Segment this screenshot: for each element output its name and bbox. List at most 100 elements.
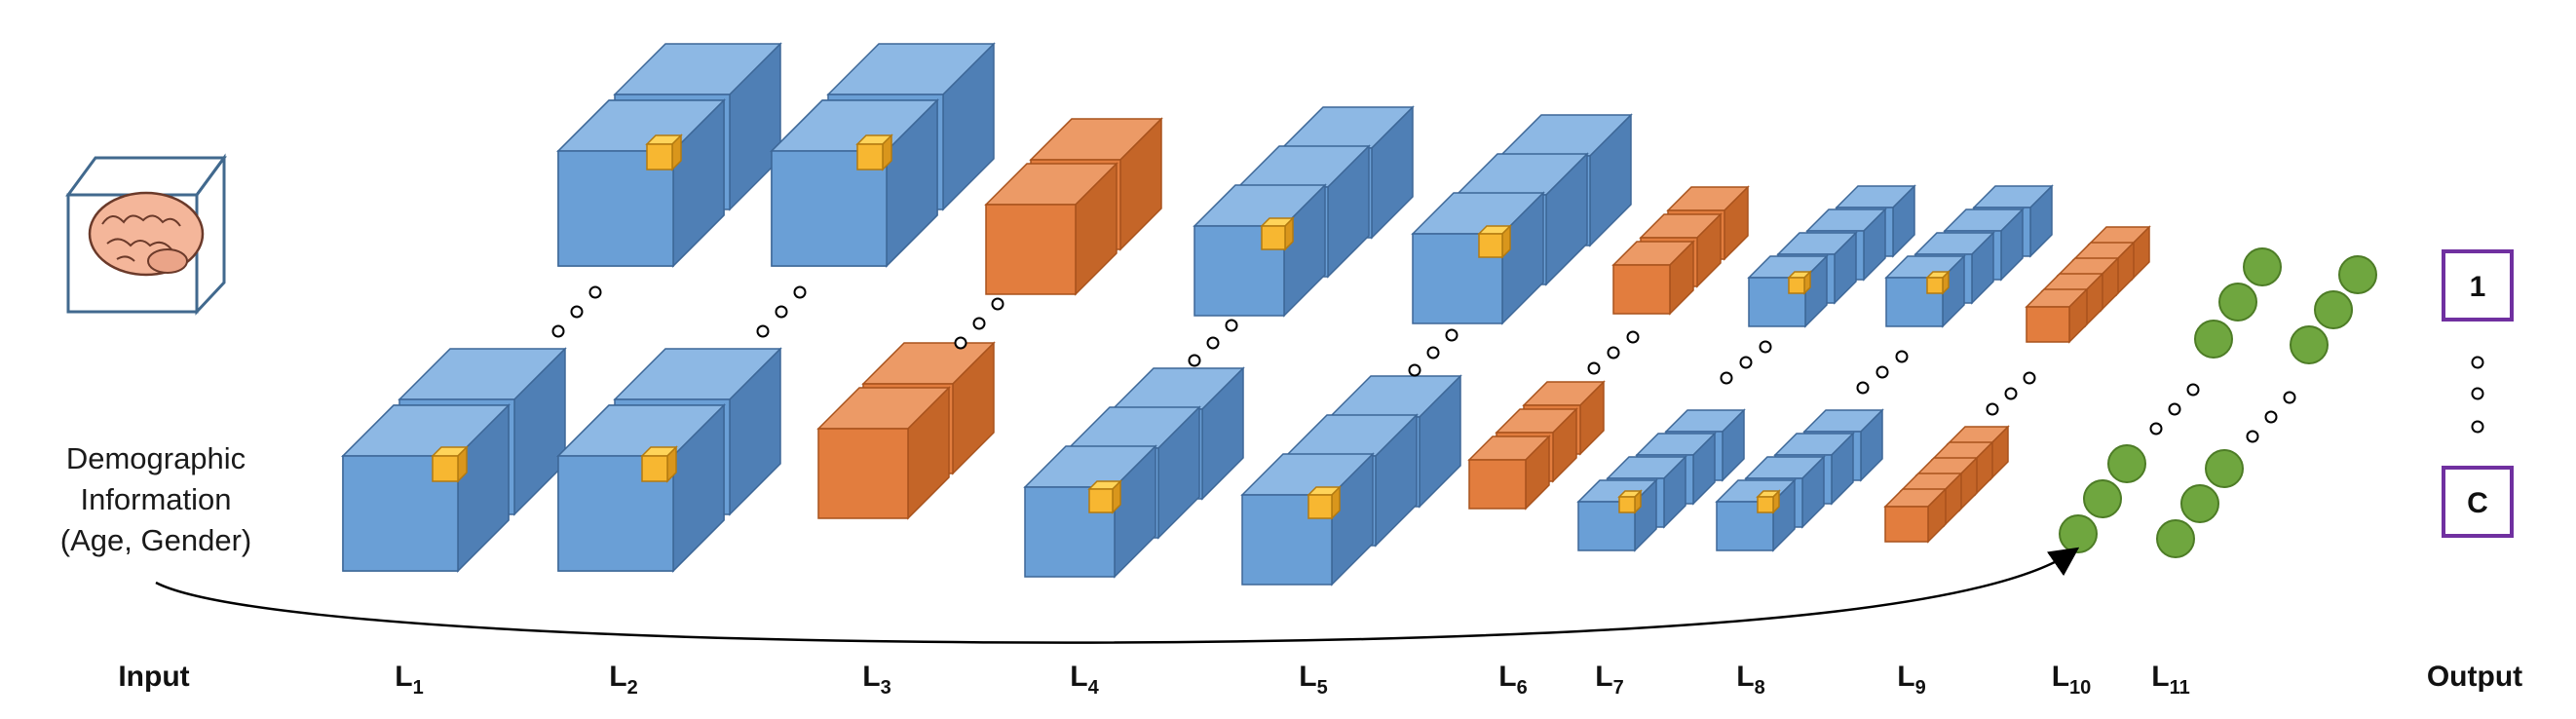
layer-label-L6: L6	[1498, 661, 1527, 699]
layer2-upper-kernel	[645, 133, 683, 171]
ellipsis-l3-dot-1	[954, 336, 967, 350]
layer-label-L9: L9	[1897, 661, 1925, 699]
layer4-lower-map-1	[1023, 444, 1157, 579]
layer-label-L2: L2	[609, 661, 637, 699]
layer5-lower-map-1	[1240, 452, 1375, 587]
layer-label-L3: L3	[862, 661, 890, 699]
layer8-upper-map-1	[1884, 254, 1966, 328]
layer7-upper-kernel	[1787, 270, 1812, 295]
ellipsis-l10-dot-1	[2149, 422, 2163, 435]
layer-label-L7: L7	[1595, 661, 1623, 699]
layer-label-L11: L11	[2151, 661, 2189, 699]
demographic-line-2: Information	[80, 482, 232, 516]
layer4-upper-kernel	[1260, 216, 1295, 251]
ellipsis-l7-dot-2	[1739, 356, 1753, 369]
layer10-unit-4	[2194, 320, 2233, 359]
ellipsis-l3-dot-3	[991, 297, 1004, 311]
layer9-lower-map-1	[1883, 487, 1948, 544]
ellipsis-l5-dot-3	[1445, 328, 1458, 342]
ellipsis-l11-dot-3	[2283, 391, 2296, 404]
output-label-first: 1	[2470, 271, 2486, 303]
demographic-information-text: Demographic Information (Age, Gender)	[39, 438, 273, 561]
layer10-unit-3	[2107, 444, 2146, 483]
ellipsis-l9-dot-2	[2004, 387, 2018, 400]
ellipsis-l2-dot-1	[756, 324, 770, 338]
layer2-lower-front	[556, 403, 726, 573]
layer5-lower-kernel	[1307, 485, 1342, 520]
layer10-unit-6	[2243, 247, 2282, 286]
layer-label-L10: L10	[2052, 661, 2092, 699]
layer11-unit-4	[2290, 325, 2329, 364]
ellipsis-l6-dot-3	[1626, 330, 1640, 344]
layer-label-input: Input	[118, 661, 189, 693]
output-label-last: C	[2467, 487, 2488, 519]
layer5-upper-map-1	[1411, 191, 1545, 325]
ellipsis-l8-dot-2	[1875, 365, 1889, 379]
layer2-upper-front	[556, 98, 726, 268]
ellipsis-l2-dot-3	[793, 285, 807, 299]
layer10-unit-1	[2059, 514, 2098, 553]
layer3-lower-map-1	[816, 386, 951, 520]
layer2b-kernel	[855, 133, 893, 171]
layer1-front	[341, 403, 511, 573]
layer5-upper-kernel	[1477, 224, 1512, 259]
brain-in-cube-icon	[65, 153, 227, 316]
layer-label-L5: L5	[1299, 661, 1327, 699]
ellipsis-l8-dot-3	[1895, 350, 1909, 363]
ellipsis-l7-dot-1	[1720, 371, 1733, 385]
layer9-upper-map-1	[2025, 287, 2089, 344]
ellipsis-l4-dot-1	[1188, 354, 1201, 367]
ellipsis-output-dot-2	[2471, 387, 2484, 400]
layer11-unit-3	[2205, 449, 2244, 488]
ellipsis-l10-dot-3	[2186, 383, 2200, 397]
ellipsis-l6-dot-1	[1587, 361, 1601, 375]
layer1-kernel	[431, 445, 469, 483]
layer2b-front	[770, 98, 939, 268]
layer11-unit-1	[2156, 519, 2195, 558]
ellipsis-l1-dot-1	[551, 324, 565, 338]
ellipsis-output-dot-1	[2471, 356, 2484, 369]
layer11-unit-6	[2338, 255, 2377, 294]
layer7-upper-map-1	[1747, 254, 1829, 328]
layer8-lower-kernel	[1756, 489, 1781, 514]
layer7-lower-map-1	[1576, 478, 1658, 552]
layer-label-L4: L4	[1070, 661, 1099, 699]
ellipsis-l3-dot-2	[972, 317, 986, 330]
ellipsis-l8-dot-1	[1856, 381, 1870, 395]
layer4-lower-kernel	[1087, 479, 1122, 514]
layer10-unit-5	[2218, 283, 2257, 322]
ellipsis-l10-dot-2	[2168, 402, 2181, 416]
layer10-unit-2	[2083, 479, 2122, 518]
ellipsis-l11-dot-2	[2264, 410, 2278, 424]
ellipsis-l1-dot-2	[570, 305, 584, 319]
output-box-last	[2442, 466, 2514, 538]
layer6-upper-map-1	[1611, 240, 1695, 316]
ellipsis-l5-dot-2	[1426, 346, 1440, 360]
layer11-unit-2	[2180, 484, 2219, 523]
ellipsis-l6-dot-2	[1607, 346, 1620, 360]
layer-label-output: Output	[2427, 661, 2522, 693]
layer4-upper-map-1	[1193, 183, 1327, 318]
layer8-lower-map-1	[1715, 478, 1797, 552]
ellipsis-l4-dot-3	[1225, 319, 1238, 332]
ellipsis-l4-dot-2	[1206, 336, 1220, 350]
layer11-unit-5	[2314, 290, 2353, 329]
ellipsis-output-dot-3	[2471, 420, 2484, 434]
demographic-line-3: (Age, Gender)	[59, 523, 252, 557]
ellipsis-l1-dot-3	[588, 285, 602, 299]
demographic-arrow	[155, 547, 2080, 644]
demographic-line-1: Demographic	[65, 441, 246, 475]
layer-label-L1: L1	[395, 661, 423, 699]
ellipsis-l7-dot-3	[1759, 340, 1772, 354]
layer3-upper-map-1	[984, 162, 1118, 296]
layer-label-L8: L8	[1736, 661, 1764, 699]
ellipsis-l11-dot-1	[2246, 430, 2259, 443]
layer8-upper-kernel	[1925, 270, 1951, 295]
layer6-lower-map-1	[1467, 435, 1551, 511]
layer7-lower-kernel	[1617, 489, 1643, 514]
ellipsis-l2-dot-2	[775, 305, 788, 319]
output-box-first	[2442, 249, 2514, 322]
ellipsis-l9-dot-1	[1986, 402, 1999, 416]
layer2-lower-kernel	[640, 445, 678, 483]
